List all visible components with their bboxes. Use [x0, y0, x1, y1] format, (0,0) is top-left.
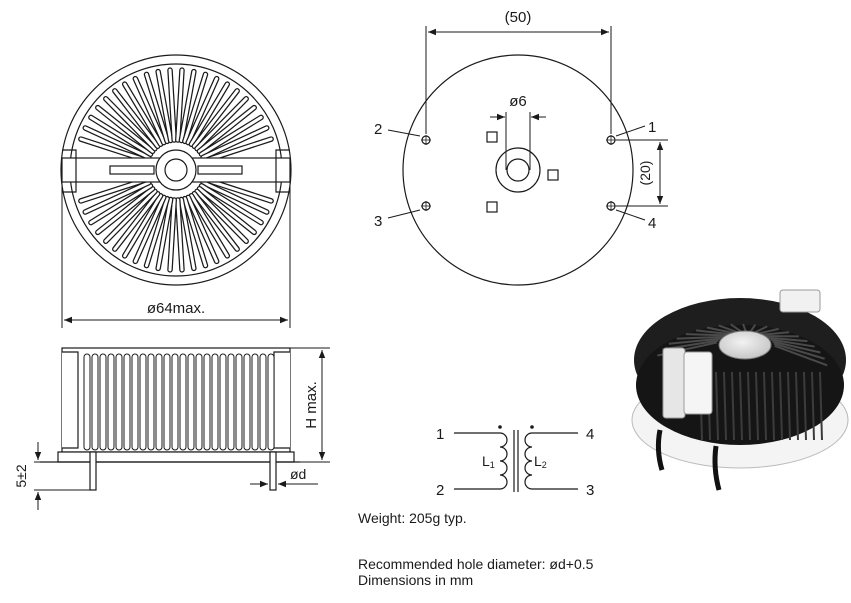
render-separator-right — [780, 290, 820, 312]
polarity-dot-l2 — [530, 425, 534, 429]
side-winding — [84, 354, 90, 450]
weight-note: Weight: 205g typ. — [358, 510, 593, 526]
render-separator-left-face — [684, 352, 712, 414]
product-render — [632, 290, 848, 490]
side-winding — [172, 354, 178, 450]
side-winding — [236, 354, 242, 450]
side-winding — [164, 354, 170, 450]
pin-label-4: 4 — [648, 215, 656, 232]
separator-slot-left — [110, 166, 154, 174]
height-label: H max. — [303, 381, 320, 429]
render-turn-highlight — [686, 334, 727, 335]
pin-label-1: 1 — [648, 119, 656, 136]
render-center-hole — [719, 331, 771, 359]
side-winding — [100, 354, 106, 450]
core-bump-right — [274, 352, 290, 448]
coil-l1 — [500, 433, 507, 489]
side-view — [40, 348, 300, 490]
schematic-pin-1: 1 — [436, 426, 444, 443]
lead-diameter-label: ød — [290, 466, 306, 482]
side-winding — [212, 354, 218, 450]
render-separator-left — [663, 348, 685, 418]
side-winding — [196, 354, 202, 450]
footprint-outline — [403, 55, 633, 285]
side-winding — [148, 354, 154, 450]
side-winding — [92, 354, 98, 450]
side-winding — [108, 354, 114, 450]
polarity-dot-l1 — [498, 425, 502, 429]
side-winding — [132, 354, 138, 450]
width-spacing-label: (50) — [505, 9, 532, 26]
schematic-pin-2: 2 — [436, 482, 444, 499]
side-winding — [252, 354, 258, 450]
inductor-label-l2: L2 — [534, 453, 547, 470]
side-winding — [180, 354, 186, 450]
notes-block: Weight: 205g typ. Recommended hole diame… — [358, 510, 593, 588]
pin-label-2: 2 — [374, 121, 382, 138]
pin-spacing-label: (20) — [637, 161, 653, 186]
side-winding — [140, 354, 146, 450]
separator-slot-right — [198, 166, 242, 174]
core-bump-left — [62, 352, 78, 448]
pin-label-3: 3 — [374, 213, 382, 230]
side-winding — [188, 354, 194, 450]
coil-l2 — [525, 433, 532, 489]
lead-length-label: 5±2 — [13, 464, 29, 487]
schematic — [454, 430, 578, 492]
side-winding — [220, 354, 226, 450]
side-winding — [260, 354, 266, 450]
side-winding — [116, 354, 122, 450]
side-winding — [124, 354, 130, 450]
units-note: Dimensions in mm — [358, 572, 593, 588]
hole-diameter-label: ø6 — [509, 93, 527, 110]
top-view — [61, 55, 291, 285]
footprint-view — [403, 55, 633, 285]
side-winding — [244, 354, 250, 450]
center-ring-inner — [165, 159, 187, 181]
side-winding — [204, 354, 210, 450]
outer-diameter-label: ø64max. — [147, 300, 205, 317]
side-winding — [228, 354, 234, 450]
lead-right — [270, 452, 276, 490]
hole-note: Recommended hole diameter: ød+0.5 — [358, 556, 593, 572]
schematic-pin-4: 4 — [586, 426, 594, 443]
side-winding — [268, 354, 274, 450]
schematic-pin-3: 3 — [586, 482, 594, 499]
lead-left — [90, 452, 96, 490]
inductor-label-l1: L1 — [482, 453, 495, 470]
side-winding — [156, 354, 162, 450]
